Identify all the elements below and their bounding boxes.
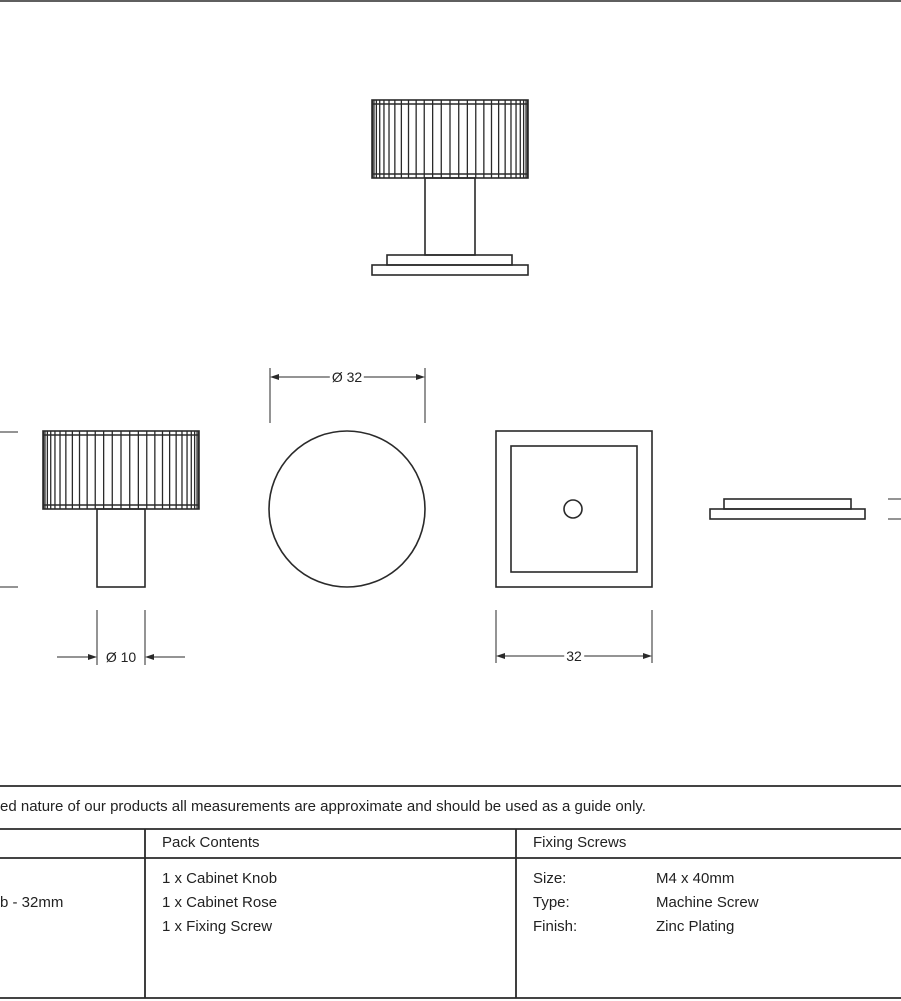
screw-value: Machine Screw xyxy=(656,894,759,911)
screw-label: Size: xyxy=(533,870,567,887)
dim-diameter-32: Ø 32 xyxy=(329,369,365,385)
front-elevation xyxy=(371,99,529,276)
pack-item: 1 x Cabinet Knob xyxy=(162,870,278,887)
screw-value: M4 x 40mm xyxy=(656,870,735,887)
rose-side xyxy=(709,498,901,520)
pack-contents-header: Pack Contents xyxy=(162,834,260,851)
product-name: b - 32mm xyxy=(0,894,64,911)
top-view-circle xyxy=(268,368,426,588)
dim-width-32: 32 xyxy=(564,648,584,664)
rose-plan xyxy=(495,430,653,663)
dim-diameter-10: Ø 10 xyxy=(103,649,139,665)
screw-value: Zinc Plating xyxy=(656,918,735,935)
pack-item: 1 x Cabinet Rose xyxy=(162,894,278,911)
pack-item: 1 x Fixing Screw xyxy=(162,918,273,935)
disclaimer-note: ed nature of our products all measuremen… xyxy=(0,798,646,815)
fixing-screws-header: Fixing Screws xyxy=(533,834,627,851)
screw-label: Type: xyxy=(533,894,570,911)
spec-table xyxy=(0,785,901,999)
side-elevation xyxy=(0,430,200,665)
screw-label: Finish: xyxy=(533,918,578,935)
